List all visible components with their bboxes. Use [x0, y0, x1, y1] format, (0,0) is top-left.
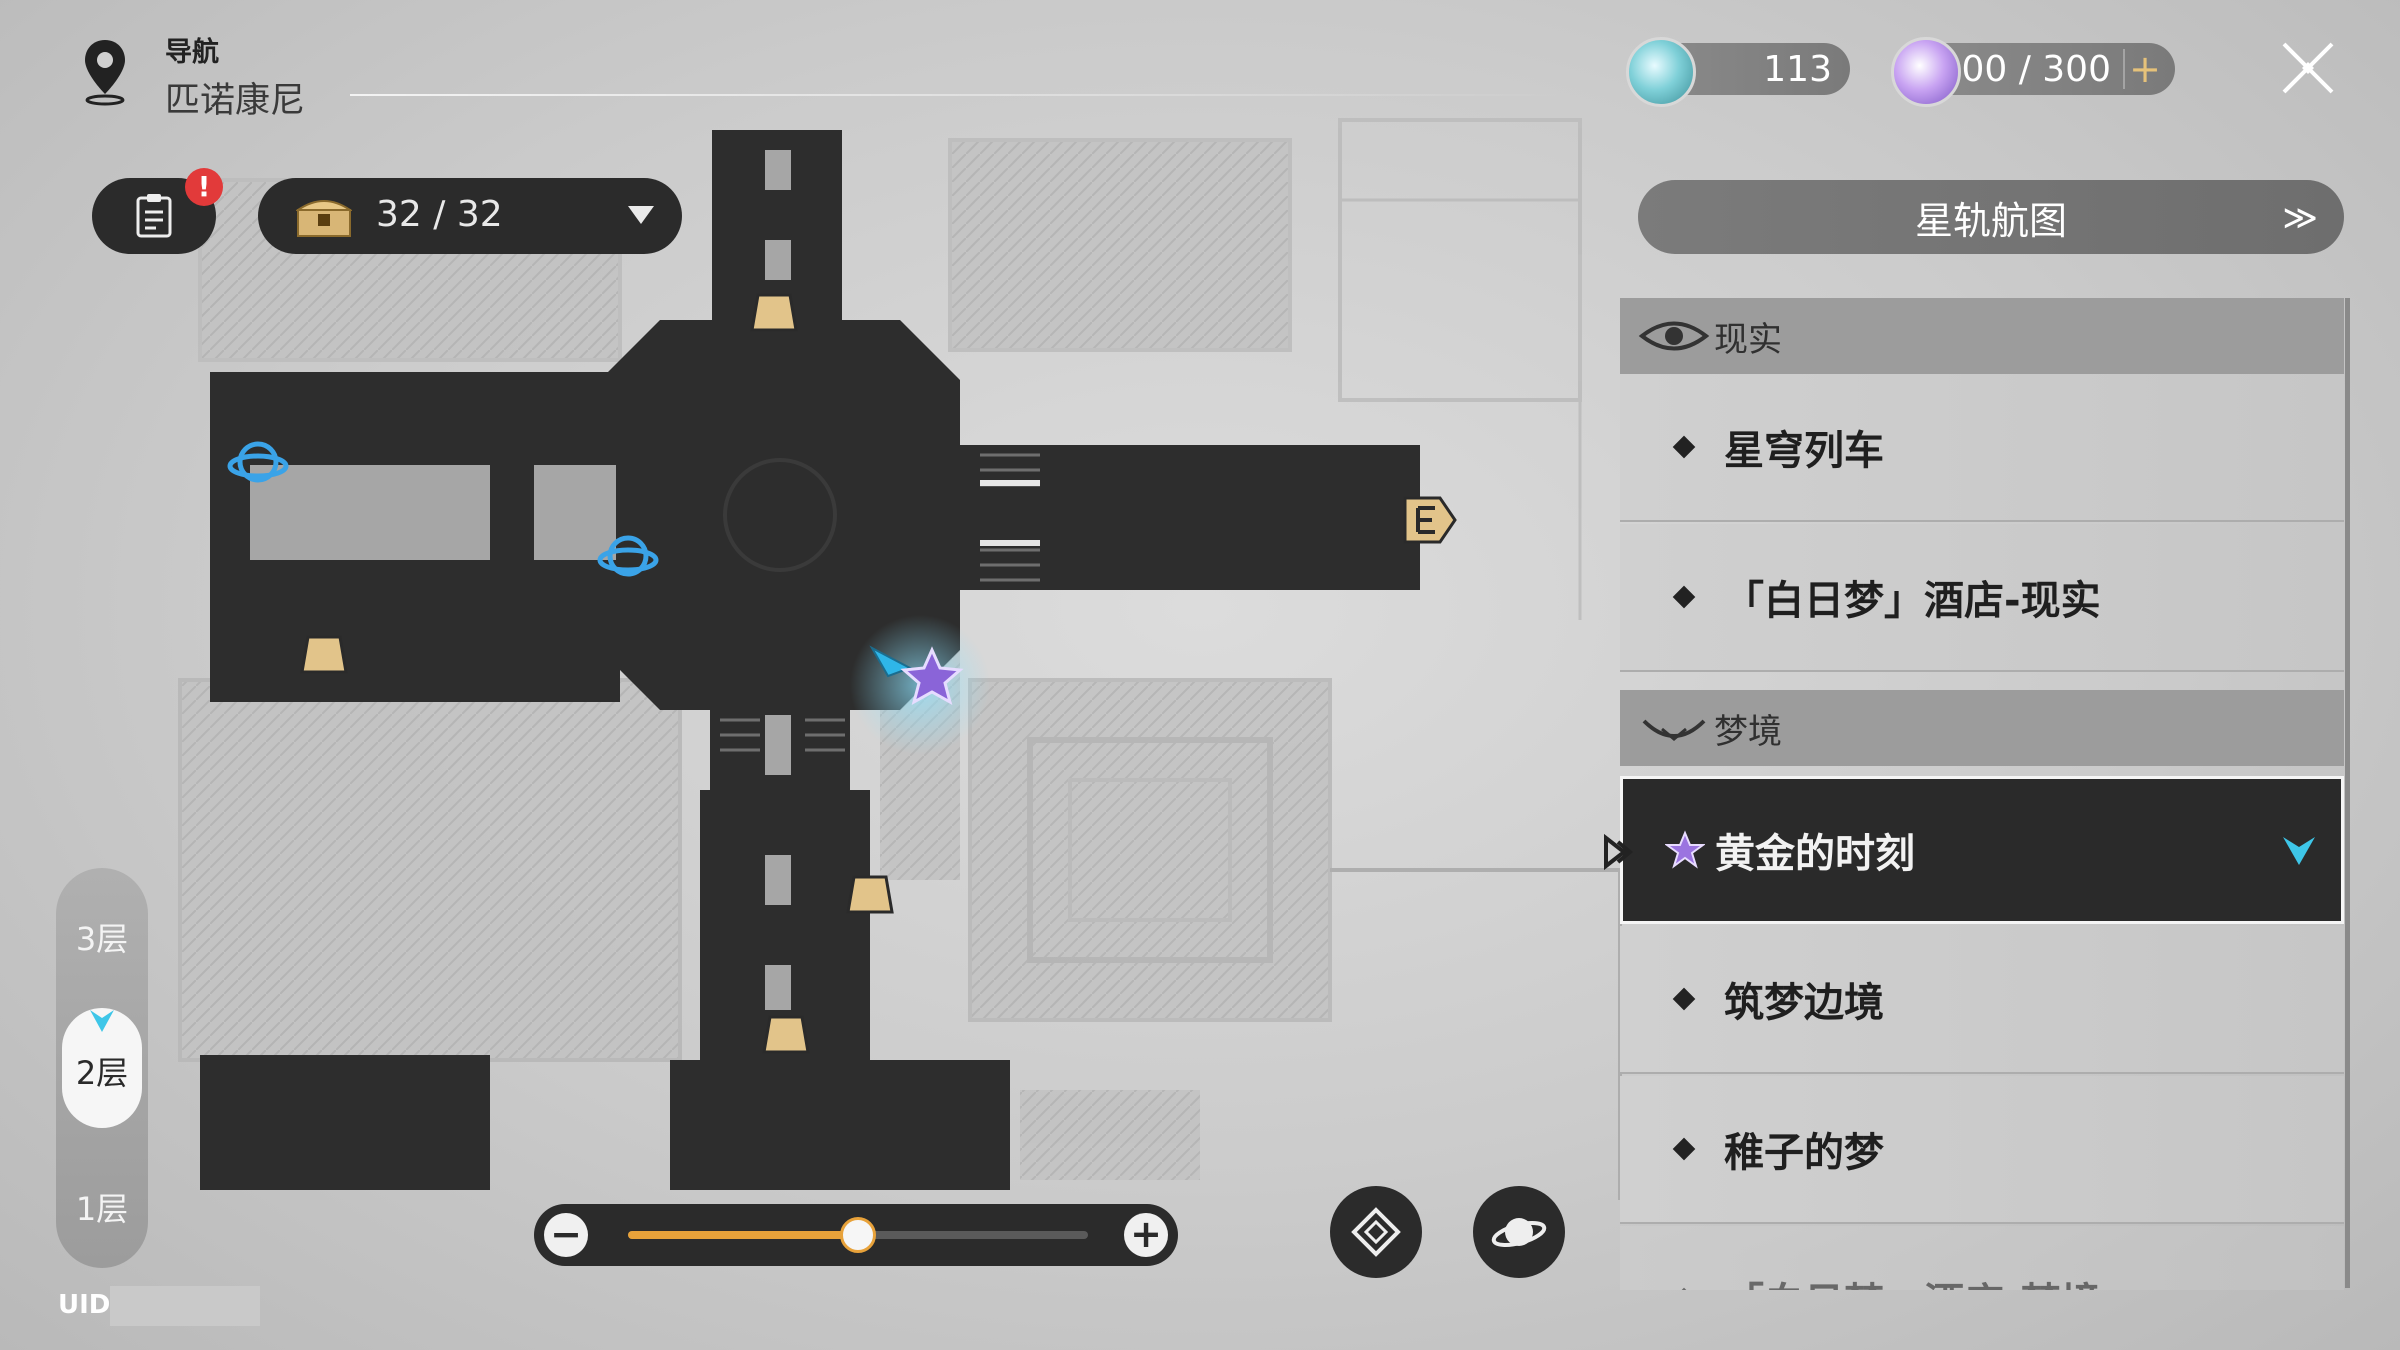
location-name: 匹诺康尼: [165, 81, 306, 121]
chevron-down-icon: [628, 206, 654, 224]
category-reality[interactable]: 现实: [1620, 298, 2344, 374]
location-pin-icon: [85, 40, 125, 106]
planet-button[interactable]: [1473, 1186, 1565, 1278]
stellar-jade-icon: [1626, 37, 1696, 107]
current-floor-chevron-icon: [90, 1010, 114, 1032]
diamond-bullet-icon: [1672, 987, 1696, 1011]
trailblaze-power-icon: [1891, 37, 1961, 107]
area-item-label: 稚子的梦: [1724, 1130, 1884, 1176]
reality-eye-icon: [1638, 321, 1710, 351]
header-divider: [350, 94, 1580, 96]
space-anchor-icon: [227, 441, 659, 577]
diamond-bullet-icon: [1672, 1137, 1696, 1161]
stellar-jade-value: 113: [1763, 48, 1832, 90]
calyx-star-icon: [900, 646, 964, 706]
planet-icon: [1491, 1218, 1547, 1247]
recenter-button[interactable]: [1330, 1186, 1422, 1278]
area-list-panel: 现实 星穹列车 「白日梦」酒店-现实 梦境 黄金的时刻 筑梦边境 稚子的梦 「白…: [1620, 298, 2348, 1290]
chest-count: 32 / 32: [376, 194, 503, 235]
nav-label: 导航: [165, 37, 219, 68]
add-power-button[interactable]: +: [2123, 49, 2165, 89]
star-rail-label: 星轨航图: [1914, 198, 2067, 243]
area-item-astral-express[interactable]: 星穹列车: [1620, 374, 2344, 522]
category-dreamscape[interactable]: 梦境: [1620, 690, 2344, 766]
location-chevron-icon: [2283, 837, 2315, 865]
home-diamond-icon: [1351, 1207, 1401, 1257]
zoom-in-button[interactable]: +: [1124, 1213, 1168, 1257]
diamond-bullet-icon: [1672, 1287, 1696, 1290]
category-label: 现实: [1714, 319, 1782, 360]
zoom-slider[interactable]: [628, 1217, 1088, 1253]
treasure-chest-dropdown[interactable]: 32 / 32: [258, 178, 682, 254]
floor-3-button[interactable]: 3层: [75, 920, 129, 958]
exit-marker-icon: [1403, 496, 1457, 544]
stellar-jade-counter[interactable]: 113: [1626, 37, 1850, 107]
area-item-childs-dream[interactable]: 稚子的梦: [1620, 1076, 2344, 1224]
treasure-chest-icon: [296, 200, 352, 237]
area-item-hotel-reality[interactable]: 「白日梦」酒店-现实: [1620, 524, 2344, 672]
zoom-out-button[interactable]: −: [544, 1213, 588, 1257]
player-arrow-icon: [869, 645, 913, 678]
close-icon[interactable]: [2278, 38, 2338, 98]
area-item-label: 「白日梦」酒店-现实: [1724, 578, 2101, 624]
zoom-slider-fill: [628, 1231, 858, 1239]
star-rail-map-button[interactable]: 星轨航图 ≫: [1638, 180, 2344, 254]
area-item-label: 黄金的时刻: [1715, 831, 1915, 877]
double-chevron-right-icon: ≫: [2282, 198, 2318, 238]
map-inner-blocks: [250, 150, 791, 1010]
area-item-label: 星穹列车: [1724, 428, 1884, 474]
category-label: 梦境: [1714, 711, 1782, 752]
area-item-dream-edge[interactable]: 筑梦边境: [1620, 926, 2344, 1074]
floor-2-button[interactable]: 2层: [75, 1054, 129, 1092]
panel-scrollbar[interactable]: [2345, 298, 2350, 1288]
floor-1-button[interactable]: 1层: [75, 1190, 129, 1228]
notification-badge: !: [185, 168, 223, 206]
shop-marker-icon: [300, 293, 894, 1054]
area-item-label: 「白日梦」酒店-梦境: [1724, 1270, 2101, 1290]
calyx-star-icon: [1665, 830, 1705, 869]
diamond-bullet-icon: [1672, 435, 1696, 459]
clipboard-icon: [136, 194, 172, 238]
diamond-bullet-icon: [1672, 585, 1696, 609]
selection-arrow-icon: [1604, 833, 1634, 871]
trailblaze-power-counter[interactable]: 300 / 300 +: [1891, 37, 2175, 107]
area-item-label: 筑梦边境: [1724, 980, 1884, 1026]
zoom-control: − +: [534, 1204, 1178, 1266]
zoom-slider-thumb[interactable]: [840, 1217, 876, 1253]
trailblaze-power-value: 300 / 300: [1938, 48, 2111, 90]
uid-redacted: [110, 1286, 260, 1326]
area-item-hotel-dream[interactable]: 「白日梦」酒店-梦境: [1620, 1226, 2344, 1290]
area-item-golden-hour[interactable]: 黄金的时刻: [1620, 776, 2344, 924]
floor-selector: 3层 2层 1层: [56, 868, 148, 1268]
dream-icon: [1642, 719, 1706, 741]
